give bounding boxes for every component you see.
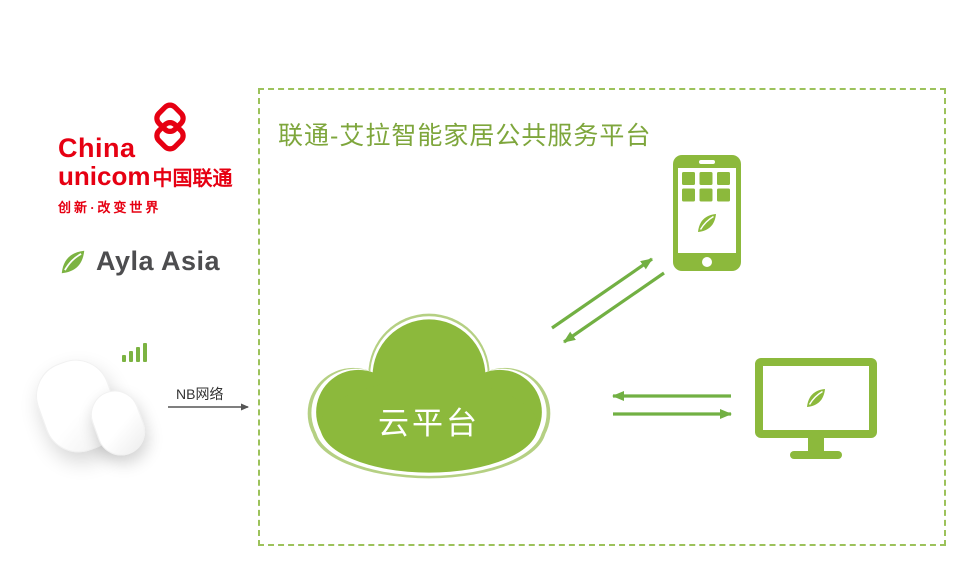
cloud-shape-icon (307, 313, 551, 479)
smartphone-icon (673, 155, 741, 271)
platform-frame (258, 88, 946, 546)
ayla-asia-logo: Ayla Asia (58, 246, 220, 277)
nb-sensor-device (26, 338, 180, 468)
ayla-leaf-icon (61, 250, 85, 273)
cloud-platform-label: 云平台 (378, 406, 480, 441)
unicom-knot-icon (153, 102, 186, 152)
unicom-en-text: unicom (58, 161, 151, 191)
monitor-icon (755, 358, 877, 459)
monitor-leaf-icon (807, 389, 825, 407)
unicom-cn-text: 中国联通 (152, 168, 233, 190)
diagram-title: 联通-艾拉智能家居公共服务平台 (278, 122, 652, 150)
nb-network-label: NB网络 (176, 386, 224, 402)
signal-bars-icon (122, 342, 147, 362)
unicom-slogan: 创新·改变世界 (58, 200, 162, 216)
cloud-platform: 云平台 (298, 298, 560, 490)
phone-leaf-icon (698, 214, 716, 232)
ayla-asia-label: Ayla Asia (96, 246, 221, 276)
unicom-china-text: China (58, 133, 136, 163)
unicom-logo-row: China (58, 100, 208, 162)
